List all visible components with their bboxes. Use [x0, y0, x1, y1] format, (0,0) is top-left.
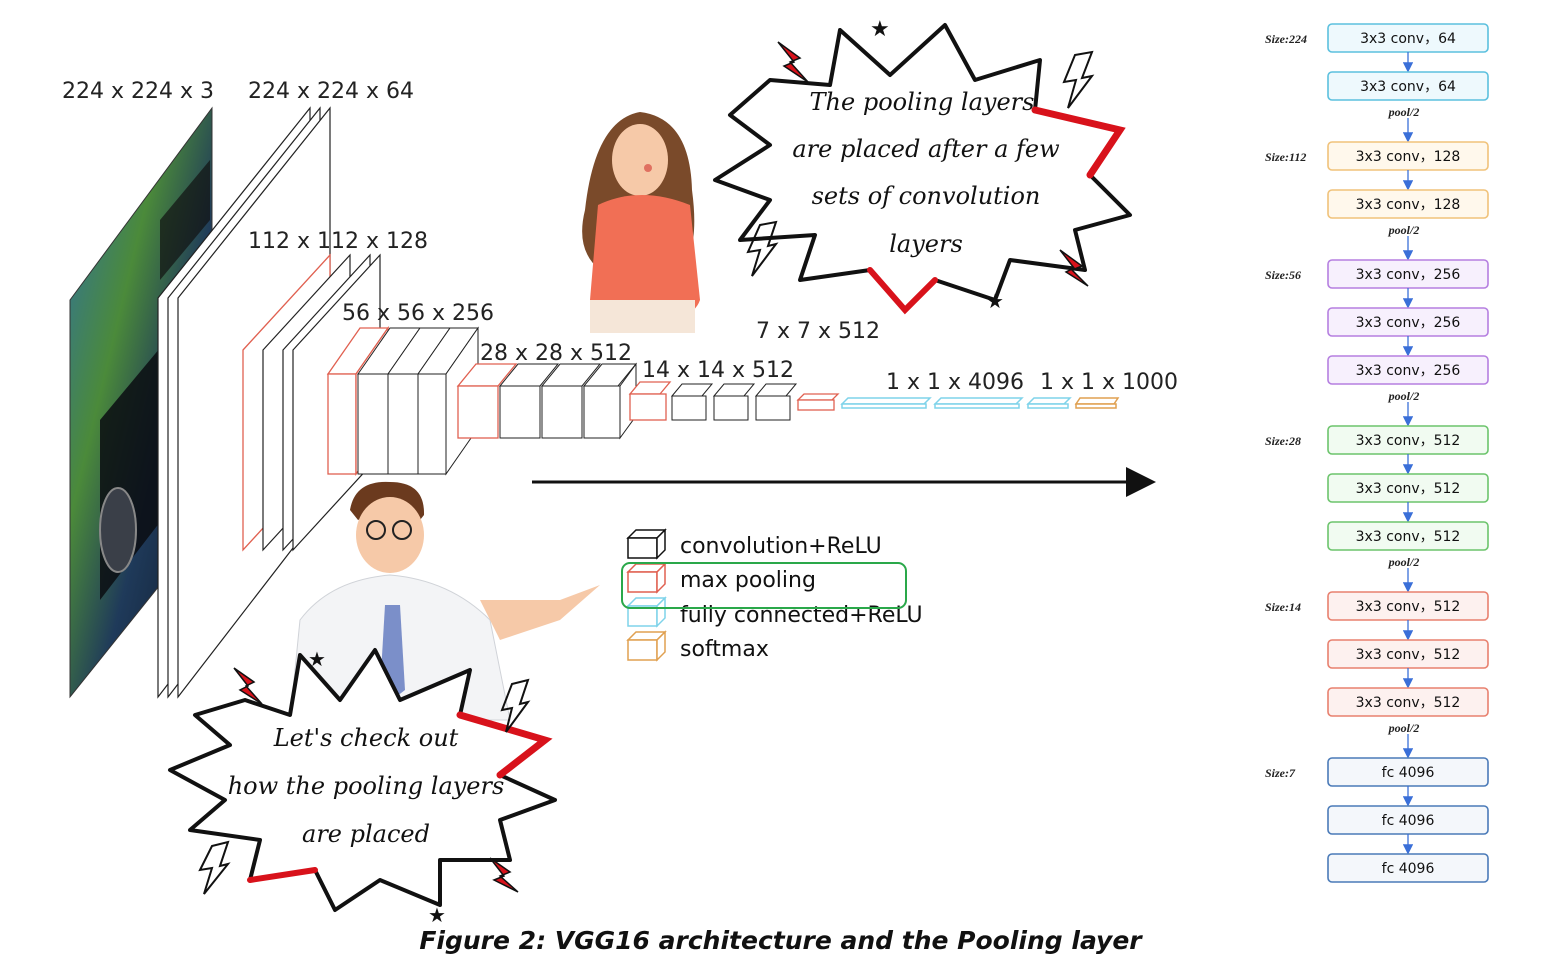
- stack-size-label: Size:28: [1265, 434, 1301, 448]
- stack-pool-label: pool/2: [1388, 389, 1420, 403]
- stack-layer-box: [1327, 71, 1489, 101]
- stack-layer-label: 3x3 conv，256: [1356, 267, 1461, 283]
- legend: convolution+ReLU max pooling fully conne…: [621, 528, 923, 662]
- speech-bubble-top: ★ ★ The pooling layers are placed after …: [713, 16, 1132, 315]
- stack-layer-box: [1327, 521, 1489, 551]
- legend-softmax-icon: [626, 630, 667, 662]
- stack-layer-box: [1327, 687, 1489, 717]
- dim-conv4: 28 x 28 x 512: [480, 341, 632, 366]
- bubble-bottom-line-2: how the pooling layers: [228, 772, 505, 800]
- stack-size-label: Size:7: [1265, 766, 1296, 780]
- stack-layer-label: fc 4096: [1382, 861, 1435, 877]
- dim-input: 224 x 224 x 3: [62, 79, 214, 104]
- star-icon: ★: [428, 905, 446, 927]
- legend-fc-icon: [626, 596, 667, 628]
- lightning-icon: [1062, 50, 1095, 109]
- stack-layer-label: 3x3 conv，512: [1356, 433, 1461, 449]
- legend-label-fc: fully connected+ReLU: [680, 603, 923, 628]
- stack-layer-label: fc 4096: [1382, 813, 1435, 829]
- lightning-icon: [233, 667, 263, 705]
- conv5-layers: [628, 381, 798, 421]
- lightning-icon: [500, 678, 531, 733]
- figure-caption: Figure 2: VGG16 architecture and the Poo…: [419, 926, 1142, 955]
- dim-conv5: 14 x 14 x 512: [642, 358, 794, 383]
- star-icon: ★: [986, 291, 1004, 313]
- legend-pool-icon: [626, 562, 667, 594]
- softmax-layer: [1074, 397, 1120, 409]
- legend-label-softmax: softmax: [680, 637, 769, 662]
- lightning-icon: [489, 857, 519, 893]
- dim-softmax: 1 x 1 x 1000: [1040, 370, 1178, 395]
- stack-layer-label: 3x3 conv，512: [1356, 647, 1461, 663]
- stack-layer-box: [1327, 853, 1489, 883]
- conv3-layers: [326, 325, 479, 477]
- lightning-icon: [1059, 249, 1089, 287]
- stack-pool-label: pool/2: [1388, 555, 1420, 569]
- bubble-top-line-2: are placed after a few: [792, 135, 1060, 163]
- stack-layer-label: 3x3 conv，128: [1356, 197, 1461, 213]
- stack-size-label: Size:224: [1265, 32, 1307, 46]
- dimension-labels: 224 x 224 x 3 224 x 224 x 64 112 x 112 x…: [62, 79, 1178, 395]
- stack-layer-label: 3x3 conv，64: [1360, 31, 1456, 47]
- stack-layer-label: 3x3 conv，256: [1356, 315, 1461, 331]
- bubble-top-line-3: sets of convolution: [812, 182, 1041, 210]
- stack-layer-box: [1327, 355, 1489, 385]
- fc-layers: [840, 397, 1072, 409]
- star-icon: ★: [870, 16, 890, 41]
- dim-pool5: 7 x 7 x 512: [756, 319, 880, 344]
- legend-label-pool: max pooling: [680, 568, 816, 593]
- stack-pool-label: pool/2: [1388, 105, 1420, 119]
- speech-bubble-bottom: ★ ★ Let's check out how the pooling laye…: [168, 648, 557, 927]
- bubble-top-line-1: The pooling layers: [810, 88, 1035, 116]
- highlight-box: [621, 562, 907, 609]
- lightning-icon: [198, 840, 231, 895]
- stack-layer-label: 3x3 conv，512: [1356, 695, 1461, 711]
- stack-pool-label: pool/2: [1388, 721, 1420, 735]
- bubble-top-line-4: layers: [889, 230, 963, 258]
- dim-conv2: 112 x 112 x 128: [248, 229, 428, 254]
- pool5-layer: [796, 393, 840, 411]
- stack-layer-box: [1327, 189, 1489, 219]
- stack-pool-label: pool/2: [1388, 223, 1420, 237]
- man-illustration: [289, 481, 600, 721]
- woman-illustration: [582, 112, 700, 333]
- stack-layer-label: fc 4096: [1382, 765, 1435, 781]
- stack-size-label: Size:14: [1265, 600, 1301, 614]
- stack-layer-label: 3x3 conv，512: [1356, 529, 1461, 545]
- stack-layer-label: 3x3 conv，512: [1356, 481, 1461, 497]
- lightning-icon: [746, 220, 779, 277]
- dim-conv1: 224 x 224 x 64: [248, 79, 414, 104]
- vgg16-diagram: 224 x 224 x 3 224 x 224 x 64 112 x 112 x…: [62, 16, 1489, 927]
- stack-layer-label: 3x3 conv，256: [1356, 363, 1461, 379]
- bubble-bottom-line-1: Let's check out: [273, 724, 459, 752]
- dim-conv3: 56 x 56 x 256: [342, 301, 494, 326]
- stack-size-label: Size:56: [1265, 268, 1301, 282]
- stack-size-label: Size:112: [1265, 150, 1306, 164]
- star-icon: ★: [308, 649, 326, 671]
- stack-layer-label: 3x3 conv，512: [1356, 599, 1461, 615]
- legend-conv-icon: [626, 528, 667, 560]
- legend-label-conv: convolution+ReLU: [680, 534, 882, 559]
- stack-layer-label: 3x3 conv，128: [1356, 149, 1461, 165]
- stack-layer-label: 3x3 conv，64: [1360, 79, 1456, 95]
- dim-fc: 1 x 1 x 4096: [886, 370, 1024, 395]
- bubble-bottom-line-3: are placed: [302, 820, 430, 848]
- lightning-icon: [777, 41, 809, 83]
- conv4-layers: [456, 362, 638, 440]
